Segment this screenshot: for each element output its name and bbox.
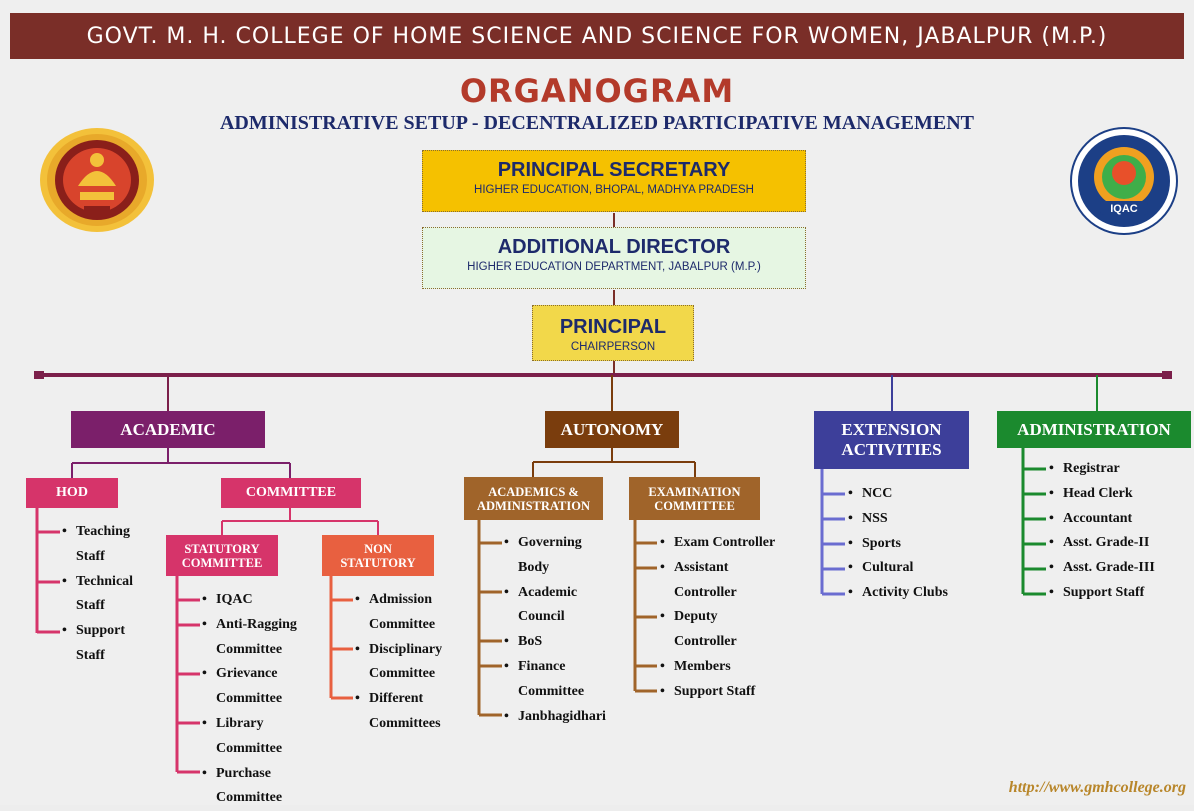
iqac-logo-text: IQAC — [1110, 203, 1138, 215]
additional-director-sub: HIGHER EDUCATION DEPARTMENT, JABALPUR (M… — [467, 261, 761, 273]
list-item: Committees — [369, 715, 441, 731]
list-item: Staff — [76, 548, 105, 564]
list-item: •Support — [62, 623, 126, 639]
principal-secretary-sub: HIGHER EDUCATION, BHOPAL, MADHYA PRADESH — [474, 184, 754, 196]
academic-header: ACADEMIC — [71, 411, 265, 448]
list-item: •Different — [355, 691, 424, 707]
principal-title: PRINCIPAL — [559, 316, 667, 338]
college-banner: GOVT. M. H. COLLEGE OF HOME SCIENCE AND … — [10, 13, 1184, 59]
list-item: Staff — [76, 598, 105, 614]
list-item: •Library — [202, 715, 264, 731]
page-subtitle: ADMINISTRATIVE SETUP - DECENTRALIZED PAR… — [219, 112, 974, 134]
statutory-committee-list: •IQAC •Anti-Ragging Committee •Grievance… — [202, 588, 297, 811]
list-item: Committee — [518, 683, 585, 699]
principal-sub: CHAIRPERSON — [570, 341, 656, 353]
examination-committee-header: EXAMINATION COMMITTEE — [629, 477, 760, 520]
list-item: •Exam Controller — [660, 535, 776, 550]
principal-secretary-box: PRINCIPAL SECRETARY HIGHER EDUCATION, BH… — [422, 150, 806, 212]
administration-header: ADMINISTRATION — [997, 411, 1191, 448]
autonomy-header: AUTONOMY — [545, 411, 679, 448]
list-item: •Asst. Grade-II — [1049, 535, 1150, 551]
list-item: •Finance — [504, 658, 566, 674]
list-item: Committee — [216, 740, 283, 756]
non-statutory-list: •Admission Committee •Disciplinary Commi… — [355, 588, 442, 737]
iqac-logo-icon: IQAC — [1070, 127, 1178, 235]
extension-activities-header: EXTENSION ACTIVITIES — [814, 411, 969, 469]
list-item: •Activity Clubs — [848, 585, 948, 601]
list-item: Controller — [674, 634, 737, 650]
administration-list: •Registrar •Head Clerk •Accountant •Asst… — [1049, 457, 1155, 606]
list-item: •Sports — [848, 535, 901, 551]
list-item: •Purchase — [202, 765, 271, 781]
list-item: Controller — [674, 584, 737, 600]
hod-header: HOD — [26, 478, 118, 508]
list-item: Staff — [76, 647, 105, 663]
list-item: •Cultural — [848, 560, 914, 576]
list-item: •NCC — [848, 486, 893, 501]
list-item: •Disciplinary — [355, 641, 443, 657]
list-item: •Deputy — [660, 609, 718, 625]
additional-director-title: ADDITIONAL DIRECTOR — [497, 236, 731, 258]
list-item: •Anti-Ragging — [202, 616, 297, 632]
list-item: Committee — [216, 641, 283, 657]
list-item: •Teaching — [62, 524, 130, 539]
hod-list: •Teaching Staff •Technical Staff •Suppor… — [62, 520, 133, 669]
list-item: •Registrar — [1049, 461, 1120, 476]
academics-administration-header: ACADEMICS & ADMINISTRATION — [464, 477, 603, 520]
list-item: •Technical — [62, 573, 134, 589]
list-item: •Assistant — [660, 559, 729, 575]
committee-header: COMMITTEE — [221, 478, 361, 508]
list-item: •Grievance — [202, 666, 278, 682]
non-statutory-header: NON STATUTORY — [322, 535, 434, 576]
list-item: Body — [518, 559, 550, 575]
principal-secretary-title: PRINCIPAL SECRETARY — [497, 159, 731, 181]
additional-director-box: ADDITIONAL DIRECTOR HIGHER EDUCATION DEP… — [422, 227, 806, 289]
list-item: Committee — [369, 616, 436, 632]
list-item: •Support Staff — [1049, 584, 1145, 600]
list-item: •NSS — [848, 510, 888, 526]
list-item: •Academic — [504, 584, 578, 600]
list-item: •BoS — [504, 634, 543, 650]
website-link[interactable]: http://www.gmhcollege.org — [1008, 779, 1186, 796]
list-item: •Accountant — [1049, 510, 1133, 526]
page-title: ORGANOGRAM — [459, 72, 735, 110]
list-item: •Support Staff — [660, 683, 756, 699]
statutory-committee-header: STATUTORY COMMITTEE — [166, 535, 278, 576]
extension-activities-list: •NCC •NSS •Sports •Cultural •Activity Cl… — [848, 482, 948, 606]
list-item: •IQAC — [202, 592, 253, 607]
list-item: •Janbhagidhari — [504, 708, 606, 724]
academics-administration-list: •Governing Body •Academic Council •BoS •… — [504, 531, 606, 729]
list-item: •Admission — [355, 592, 433, 607]
list-item: Committee — [369, 666, 436, 682]
examination-committee-list: •Exam Controller •Assistant Controller •… — [660, 531, 775, 705]
list-item: •Asst. Grade-III — [1049, 560, 1155, 576]
list-item: Council — [518, 609, 565, 625]
list-item: •Governing — [504, 535, 582, 550]
college-emblem-icon — [40, 128, 154, 232]
list-item: Committee — [216, 691, 283, 707]
list-item: Committee — [216, 790, 283, 806]
list-item: •Head Clerk — [1049, 485, 1133, 501]
list-item: •Members — [660, 658, 731, 674]
principal-box: PRINCIPAL CHAIRPERSON — [532, 305, 694, 361]
